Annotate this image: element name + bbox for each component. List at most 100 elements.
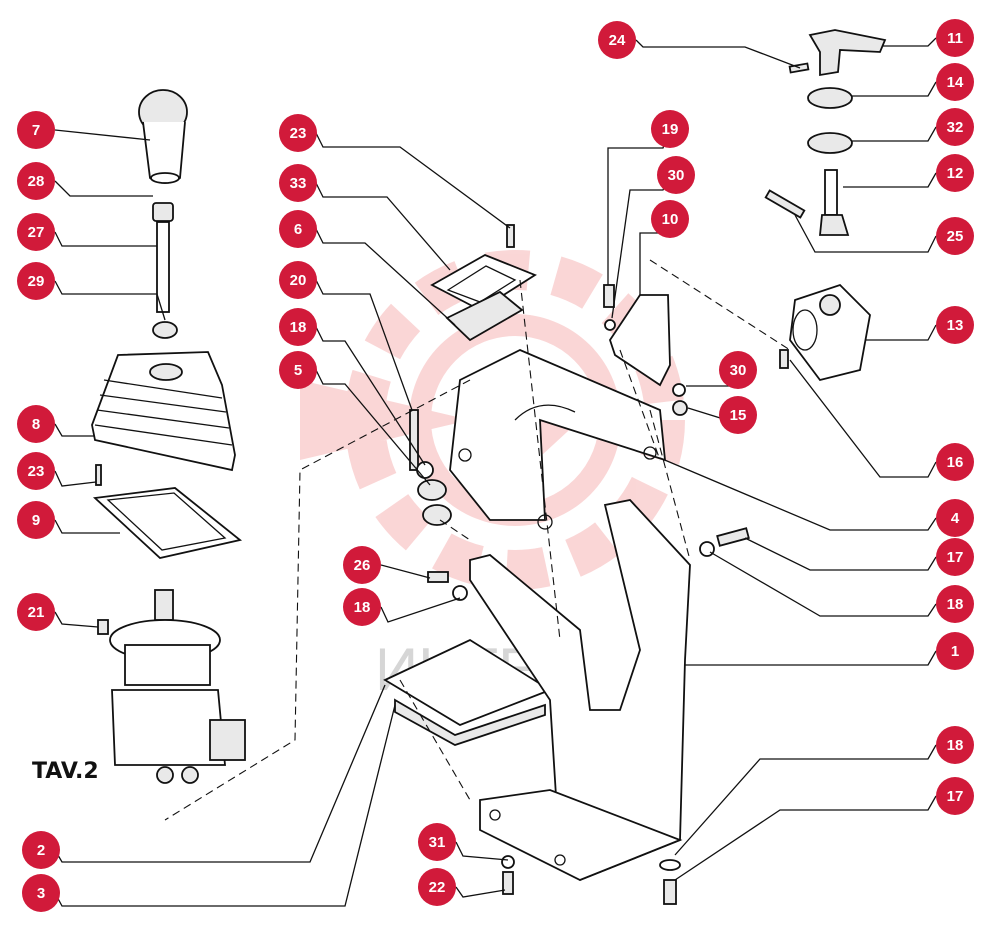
washer-30b-part [672, 383, 686, 397]
svg-text:16: 16 [947, 454, 964, 471]
pivot-block-part [789, 283, 871, 382]
part-badge-25: 25 [936, 217, 974, 255]
svg-text:12: 12 [947, 165, 964, 182]
part-badge-17b: 17 [936, 777, 974, 815]
bolt-17a-part [716, 527, 750, 547]
bolt-17b-part [663, 879, 677, 905]
svg-text:22: 22 [429, 879, 446, 896]
svg-text:23: 23 [28, 463, 45, 480]
part-badge-1: 1 [936, 632, 974, 670]
svg-text:32: 32 [947, 119, 964, 136]
bolt-26-part [427, 571, 449, 583]
assembly-line [439, 519, 471, 541]
svg-text:6: 6 [294, 221, 302, 238]
svg-text:21: 21 [28, 604, 45, 621]
nut-15-part [672, 400, 688, 416]
gasket-plate-part [430, 254, 537, 342]
svg-text:18: 18 [354, 599, 371, 616]
svg-text:33: 33 [290, 175, 307, 192]
part-badge-18b: 18 [343, 588, 381, 626]
svg-text:29: 29 [28, 273, 45, 290]
part-badge-3: 3 [22, 874, 60, 912]
svg-text:5: 5 [294, 362, 302, 379]
svg-text:19: 19 [662, 121, 679, 138]
svg-text:7: 7 [32, 122, 40, 139]
part-badge-2: 2 [22, 831, 60, 869]
tav-caption: TAV.2 [32, 759, 99, 784]
bolt-20-part [409, 409, 419, 471]
mount-5a-part [417, 479, 447, 501]
svg-text:8: 8 [32, 416, 40, 433]
part-badge-4: 4 [936, 499, 974, 537]
bolt-19-part [603, 284, 615, 308]
washer-18d-part [659, 859, 681, 871]
part-badge-14: 14 [936, 63, 974, 101]
washer-18b-part [452, 585, 468, 601]
screw-23a-part [95, 464, 102, 486]
svg-text:14: 14 [947, 74, 964, 91]
svg-text:2: 2 [37, 842, 45, 859]
part-badge-7: 7 [17, 111, 55, 149]
assembly-line [164, 379, 471, 821]
shaft-12-part [819, 169, 850, 236]
part-badge-18a: 18 [279, 308, 317, 346]
svg-text:18: 18 [947, 596, 964, 613]
handle-lever-part [808, 29, 887, 77]
svg-text:18: 18 [290, 319, 307, 336]
assembly-line [399, 679, 471, 801]
svg-text:9: 9 [32, 512, 40, 529]
svg-text:17: 17 [947, 549, 964, 566]
svg-text:17: 17 [947, 788, 964, 805]
part-badge-23a: 23 [17, 452, 55, 490]
part-badge-31: 31 [418, 823, 456, 861]
pin-25-part [764, 189, 806, 219]
bracket-part [449, 349, 667, 530]
svg-text:1: 1 [951, 643, 959, 660]
washer-18c-part [699, 541, 715, 557]
part-badge-15: 15 [719, 396, 757, 434]
svg-text:31: 31 [429, 834, 446, 851]
assembly-line [649, 259, 791, 351]
assembly-line [619, 349, 661, 461]
part-badge-23b: 23 [279, 114, 317, 152]
mount-5b-part [422, 504, 452, 526]
svg-text:23: 23 [290, 125, 307, 142]
part-badge-24: 24 [598, 21, 636, 59]
svg-text:24: 24 [609, 32, 626, 49]
part-badge-12: 12 [936, 154, 974, 192]
rubber-boot-part [91, 351, 236, 472]
screw-23b-part [506, 224, 515, 248]
part-badge-32: 32 [936, 108, 974, 146]
svg-text:20: 20 [290, 272, 307, 289]
part-badge-9: 9 [17, 501, 55, 539]
svg-text:15: 15 [730, 407, 747, 424]
washer-31-part [501, 855, 515, 869]
svg-text:26: 26 [354, 557, 371, 574]
part-badge-17a: 17 [936, 538, 974, 576]
svg-text:30: 30 [668, 167, 685, 184]
svg-text:13: 13 [947, 317, 964, 334]
part-badge-6: 6 [279, 210, 317, 248]
svg-text:27: 27 [28, 224, 45, 241]
svg-text:18: 18 [947, 737, 964, 754]
joystick-valve-part [109, 589, 246, 784]
part-badge-30b: 30 [719, 351, 757, 389]
nut-32-part [807, 132, 853, 154]
assembly-line [519, 279, 561, 641]
part-badge-8: 8 [17, 405, 55, 443]
part-badge-19: 19 [651, 110, 689, 148]
frame-part [92, 487, 243, 559]
part-badge-20: 20 [279, 261, 317, 299]
screw-16-part [779, 349, 789, 369]
part-badge-11: 11 [936, 19, 974, 57]
part-badge-28: 28 [17, 162, 55, 200]
nut-29-part [152, 321, 178, 339]
part-badge-21: 21 [17, 593, 55, 631]
svg-text:25: 25 [947, 228, 964, 245]
part-badge-29: 29 [17, 262, 55, 300]
screw-21-part [97, 619, 109, 635]
knob-part [138, 89, 188, 184]
nut-28-part [152, 202, 174, 222]
screw-22-part [502, 871, 514, 895]
